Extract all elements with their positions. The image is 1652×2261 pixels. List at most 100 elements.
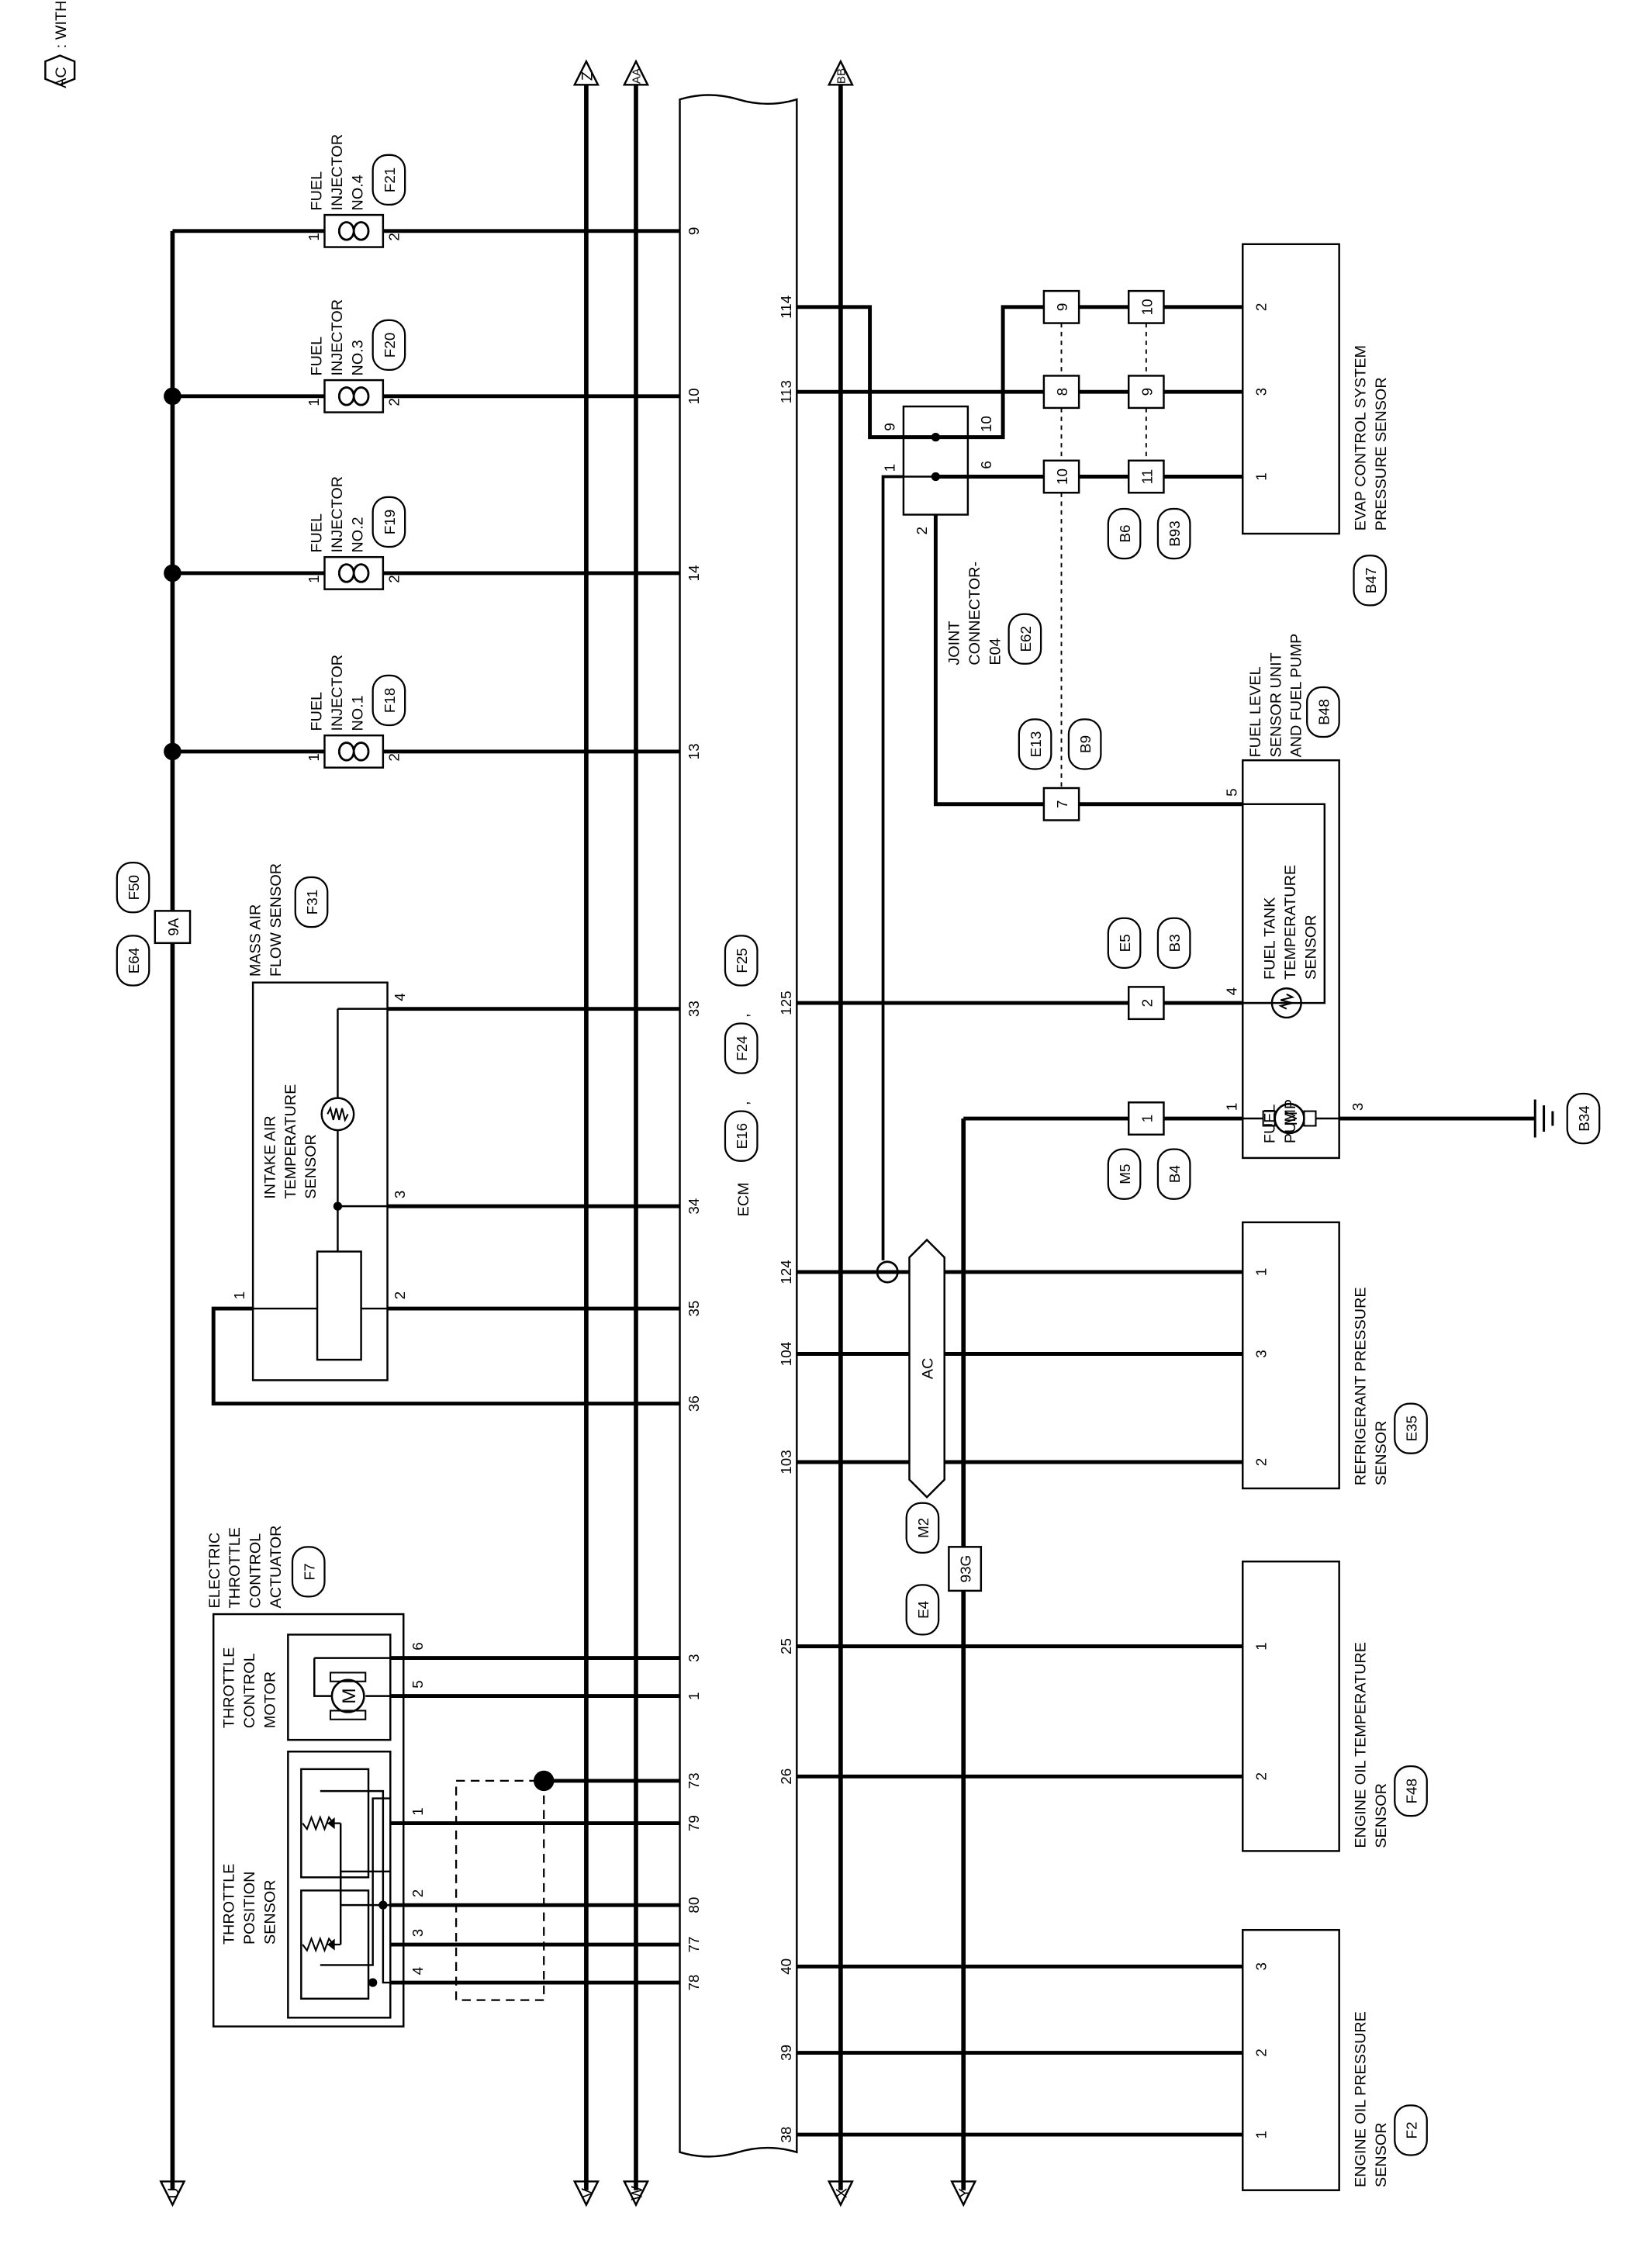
ecm-pin-113: 113	[778, 380, 794, 403]
arrow-z	[572, 59, 600, 86]
shield	[454, 1779, 545, 2001]
mass-air-flow-sensor: MASS AIR FLOW SENSOR F31 INTAKE AIR TEMP…	[211, 863, 702, 1412]
svg-text:11: 11	[1139, 469, 1155, 485]
svg-text:1: 1	[410, 1807, 426, 1815]
joint-title: JOINT	[946, 621, 963, 666]
svg-text:1: 1	[231, 1291, 247, 1299]
injector-no3-connector: F20	[382, 333, 398, 358]
ecm-pin-77: 77	[686, 1937, 702, 1953]
svg-text:AND FUEL PUMP: AND FUEL PUMP	[1288, 634, 1305, 758]
svg-text:1: 1	[1139, 1115, 1155, 1122]
svg-text:2: 2	[386, 233, 403, 240]
svg-text:SENSOR: SENSOR	[302, 1134, 320, 1199]
legend-ac-code: AC	[53, 67, 70, 88]
svg-text:INJECTOR: INJECTOR	[329, 655, 346, 731]
arrow-x	[827, 2180, 854, 2207]
legend: AC : WITH A/C	[44, 0, 76, 88]
ecm-pin-13: 13	[686, 743, 702, 759]
arrow-u	[159, 2180, 186, 2207]
ecm-pin-36: 36	[686, 1395, 702, 1412]
svg-text:8: 8	[1054, 388, 1070, 396]
svg-text:3: 3	[1253, 388, 1269, 396]
svg-text:2: 2	[386, 753, 403, 761]
ecm-conn-2: F24	[734, 1035, 750, 1060]
tps-title: THROTTLE	[221, 1864, 238, 1945]
refrig-title: REFRIGERANT PRESSURE	[1353, 1287, 1370, 1485]
inline-b4: B4	[1166, 1165, 1183, 1183]
svg-text:2: 2	[1139, 999, 1155, 1007]
oil-temp-title: ENGINE OIL TEMPERATURE	[1353, 1642, 1370, 1848]
ecm-pin-25: 25	[778, 1638, 794, 1654]
svg-text:PRESSURE SENSOR: PRESSURE SENSOR	[1373, 377, 1390, 531]
evap-pressure-sensor: EVAP CONTROL SYSTEM PRESSURE SENSOR B47 …	[778, 243, 1390, 787]
svg-text:6: 6	[978, 461, 994, 468]
injector-no4-connector: F21	[382, 168, 398, 192]
evap-title: EVAP CONTROL SYSTEM	[1353, 345, 1370, 531]
svg-text:POSITION: POSITION	[241, 1872, 258, 1945]
joint-code-e62: E62	[1018, 626, 1034, 652]
svg-text:1: 1	[1224, 1103, 1240, 1111]
ecm-pin-103: 103	[778, 1450, 794, 1474]
svg-text:,: ,	[735, 1013, 752, 1018]
fuel-injectors: 1 2 FUEL INJECTOR NO.1 F18 13 1 2 FUEL I…	[164, 134, 702, 769]
svg-text:3: 3	[1253, 1962, 1269, 1970]
inline-e13: E13	[1028, 731, 1044, 758]
svg-text:MOTOR: MOTOR	[261, 1672, 278, 1728]
arrow-aa-label: AA	[631, 67, 644, 84]
joint-conn-f50: F50	[126, 875, 142, 900]
inline-e5: E5	[1117, 934, 1133, 952]
ecm-pin-125: 125	[778, 990, 794, 1015]
ecm-pin-26: 26	[778, 1768, 794, 1785]
ground-icon	[1533, 1099, 1554, 1138]
injector-no1: 1 2 FUEL INJECTOR NO.1 F18 13	[306, 655, 702, 769]
ecm-pin-38: 38	[778, 2127, 794, 2143]
svg-text:TEMPERATURE: TEMPERATURE	[1282, 865, 1299, 980]
svg-text:SENSOR: SENSOR	[1373, 2122, 1390, 2187]
svg-text:E04: E04	[987, 638, 1004, 665]
ecm-pin-10: 10	[686, 388, 702, 404]
inline-b3: B3	[1166, 934, 1183, 952]
svg-text:2: 2	[386, 575, 403, 583]
svg-text:NO.3: NO.3	[349, 340, 366, 375]
svg-text:1: 1	[882, 464, 898, 472]
svg-text:2: 2	[410, 1889, 426, 1897]
svg-text:THROTTLE: THROTTLE	[226, 1527, 244, 1608]
arrow-w	[622, 2180, 650, 2207]
arrow-y-label: Y	[956, 2188, 973, 2198]
svg-text:SENSOR: SENSOR	[1303, 914, 1320, 980]
svg-text:NO.1: NO.1	[349, 695, 366, 731]
svg-text:2: 2	[1253, 303, 1269, 311]
svg-text:1: 1	[306, 398, 322, 406]
svg-text:3: 3	[392, 1191, 408, 1198]
ecm-label: ECM	[735, 1182, 752, 1216]
throttle-motor-title: THROTTLE	[221, 1647, 238, 1728]
svg-text:M: M	[1281, 1111, 1301, 1126]
ac-band	[908, 1238, 945, 1499]
inline-m5: M5	[1117, 1164, 1133, 1184]
arrow-bb-label: BB	[835, 68, 848, 84]
arrow-aa	[622, 59, 650, 86]
svg-text:4: 4	[392, 993, 408, 1001]
arrow-v	[572, 2180, 600, 2207]
arrow-u-label: U	[165, 2187, 182, 2198]
ecm-pin-80: 80	[686, 1897, 702, 1914]
ecm-pin-39: 39	[778, 2045, 794, 2061]
svg-text:10: 10	[978, 416, 994, 432]
injector-no2-connector: F19	[382, 510, 398, 534]
evap-connector: B47	[1363, 568, 1379, 594]
ecm-pin-14: 14	[686, 565, 702, 581]
ecm-pin-35: 35	[686, 1301, 702, 1317]
buses	[170, 85, 966, 2190]
ecm-pin-124: 124	[778, 1260, 794, 1284]
svg-text:2: 2	[1253, 2048, 1269, 2056]
ftt-title: FUEL TANK	[1262, 897, 1279, 980]
ecm-pin-9: 9	[686, 227, 702, 235]
svg-text:CONTROL: CONTROL	[241, 1653, 258, 1728]
injector-no3-title: FUEL	[309, 337, 326, 376]
engine-oil-pressure-sensor: ENGINE OIL PRESSURE SENSOR F2 3 2 1 40 3…	[778, 1928, 1428, 2191]
ecm-pin-79: 79	[686, 1815, 702, 1831]
ecm-pin-33: 33	[686, 1001, 702, 1017]
